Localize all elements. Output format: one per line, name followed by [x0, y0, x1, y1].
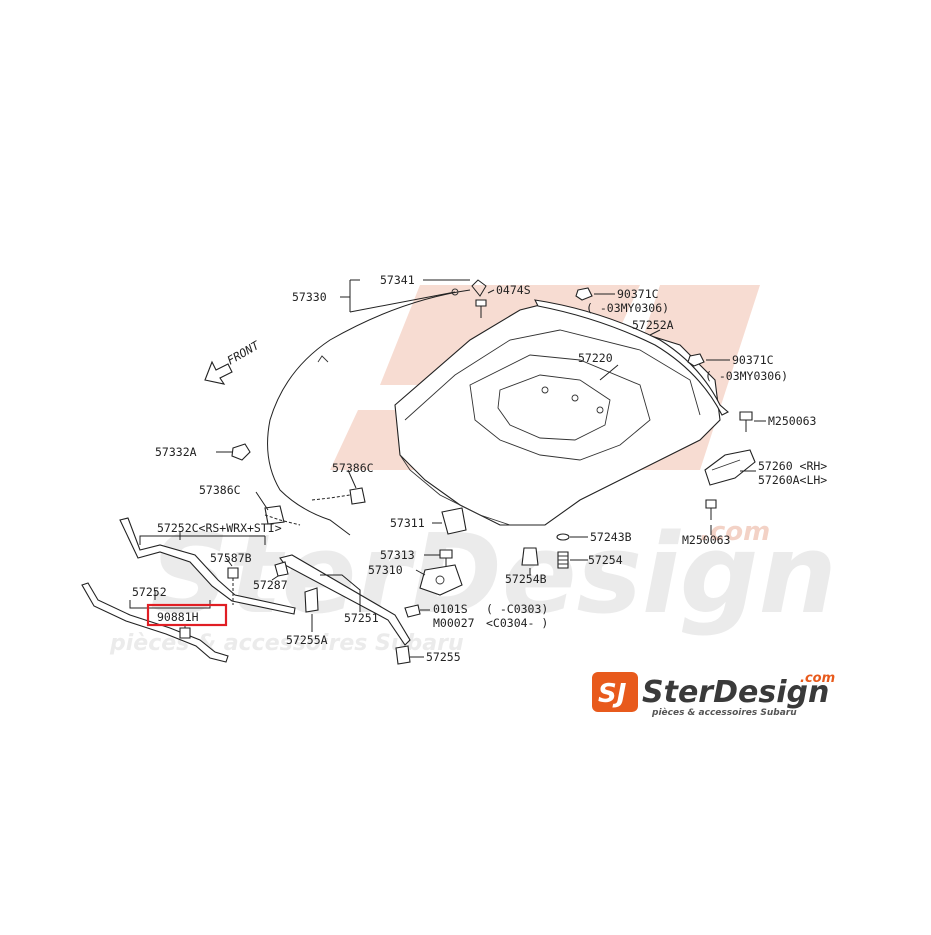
hood-prop-rod[interactable]: [279, 554, 411, 646]
part-label-57220: 57220: [578, 351, 613, 365]
buffer-57254[interactable]: [557, 551, 569, 569]
part-label-57252c: 57252C<RS+WRX+STI>: [157, 521, 282, 535]
bolt-0474s[interactable]: [475, 299, 487, 318]
bolt-m250063-top[interactable]: [739, 411, 753, 432]
hood-panel: [394, 304, 721, 526]
part-label-57252a: 57252A: [632, 318, 674, 332]
hood-seal-top[interactable]: [534, 299, 729, 416]
part-label-57386c-2: 57386C: [332, 461, 374, 475]
holder-57255a[interactable]: [304, 587, 319, 613]
part-label-57287: 57287: [253, 578, 288, 592]
hood-hinge[interactable]: [704, 449, 756, 486]
buffer-57243b[interactable]: [556, 533, 570, 541]
part-label-57254: 57254: [588, 553, 623, 567]
part-label-57252: 57252: [132, 585, 167, 599]
clip-57587b[interactable]: [227, 567, 239, 579]
part-label-57313: 57313: [380, 548, 415, 562]
watermark-domain: .com: [700, 517, 770, 547]
part-label-m00027-note: <C0304- ): [486, 616, 548, 630]
part-label-57587b: 57587B: [210, 551, 252, 565]
cable-clip-57386c-right[interactable]: [349, 487, 366, 505]
part-label-m250063-1: M250063: [768, 414, 817, 428]
part-label-0101s-note: ( -C0303): [486, 602, 548, 616]
bolt-0101s[interactable]: [404, 604, 421, 618]
logo-name: SterDesign: [642, 675, 829, 710]
part-label-m250063-2: M250063: [682, 533, 731, 547]
hood-release-cable[interactable]: [267, 279, 487, 536]
part-label-57254b: 57254B: [505, 572, 547, 586]
part-label-m00027: M00027: [433, 616, 475, 630]
part-label-57255: 57255: [426, 650, 461, 664]
part-label-57330: 57330: [292, 290, 327, 304]
part-label-57341: 57341: [380, 273, 415, 287]
logo-mark: [592, 672, 638, 712]
holder-57255[interactable]: [395, 645, 411, 665]
part-label-90371c-2-note: ( -03MY0306): [705, 369, 788, 383]
buffer-57254b[interactable]: [521, 547, 539, 566]
nut-90371c-mid[interactable]: [687, 353, 705, 367]
part-label-57386c-1: 57386C: [199, 483, 241, 497]
logo-mark-text: SJ: [598, 679, 627, 709]
part-label-57251: 57251: [344, 611, 379, 625]
part-label-57260a: 57260A<LH>: [758, 473, 827, 487]
part-label-57255a: 57255A: [286, 633, 328, 647]
part-label-90371c-1-note: ( -03MY0306): [586, 301, 669, 315]
part-label-90881h: 90881H: [157, 610, 199, 624]
part-label-90371c-2: 90371C: [732, 353, 774, 367]
part-labels: 57341 57330 0474S 90371C ( -03MY0306) 57…: [132, 273, 827, 664]
part-label-57243b: 57243B: [590, 530, 632, 544]
brand-logo: SJ SterDesign .com pièces & accessoires …: [592, 671, 835, 718]
part-label-90371c-1: 90371C: [617, 287, 659, 301]
part-label-0101s: 0101S: [433, 602, 468, 616]
cable-clip-57386c-left[interactable]: [264, 505, 285, 525]
clip-90881h[interactable]: [179, 627, 191, 639]
nut-90371c-top[interactable]: [575, 287, 593, 301]
logo-domain: .com: [800, 671, 835, 686]
part-label-57332a: 57332A: [155, 445, 197, 459]
hood-striker[interactable]: [441, 507, 467, 535]
bolt-m250063-bottom[interactable]: [705, 499, 717, 520]
part-label-57260: 57260 <RH>: [758, 459, 827, 473]
front-direction-indicator: FRONT: [204, 338, 263, 385]
hood-seal-57252[interactable]: [81, 582, 229, 663]
watermark-name: SterDesign: [150, 510, 837, 638]
part-label-57311: 57311: [390, 516, 425, 530]
highlight-box: [146, 603, 228, 627]
cable-clip[interactable]: [231, 443, 251, 461]
logo-tagline: pièces & accessoires Subaru: [651, 707, 797, 718]
part-label-57310: 57310: [368, 563, 403, 577]
hood-latch[interactable]: [419, 564, 463, 596]
front-direction-label: FRONT: [225, 338, 263, 368]
leader-lines: [129, 279, 766, 658]
part-label-0474s: 0474S: [496, 283, 531, 297]
grommet-57287[interactable]: [274, 561, 289, 577]
hood-seal-57252c[interactable]: [119, 517, 296, 615]
